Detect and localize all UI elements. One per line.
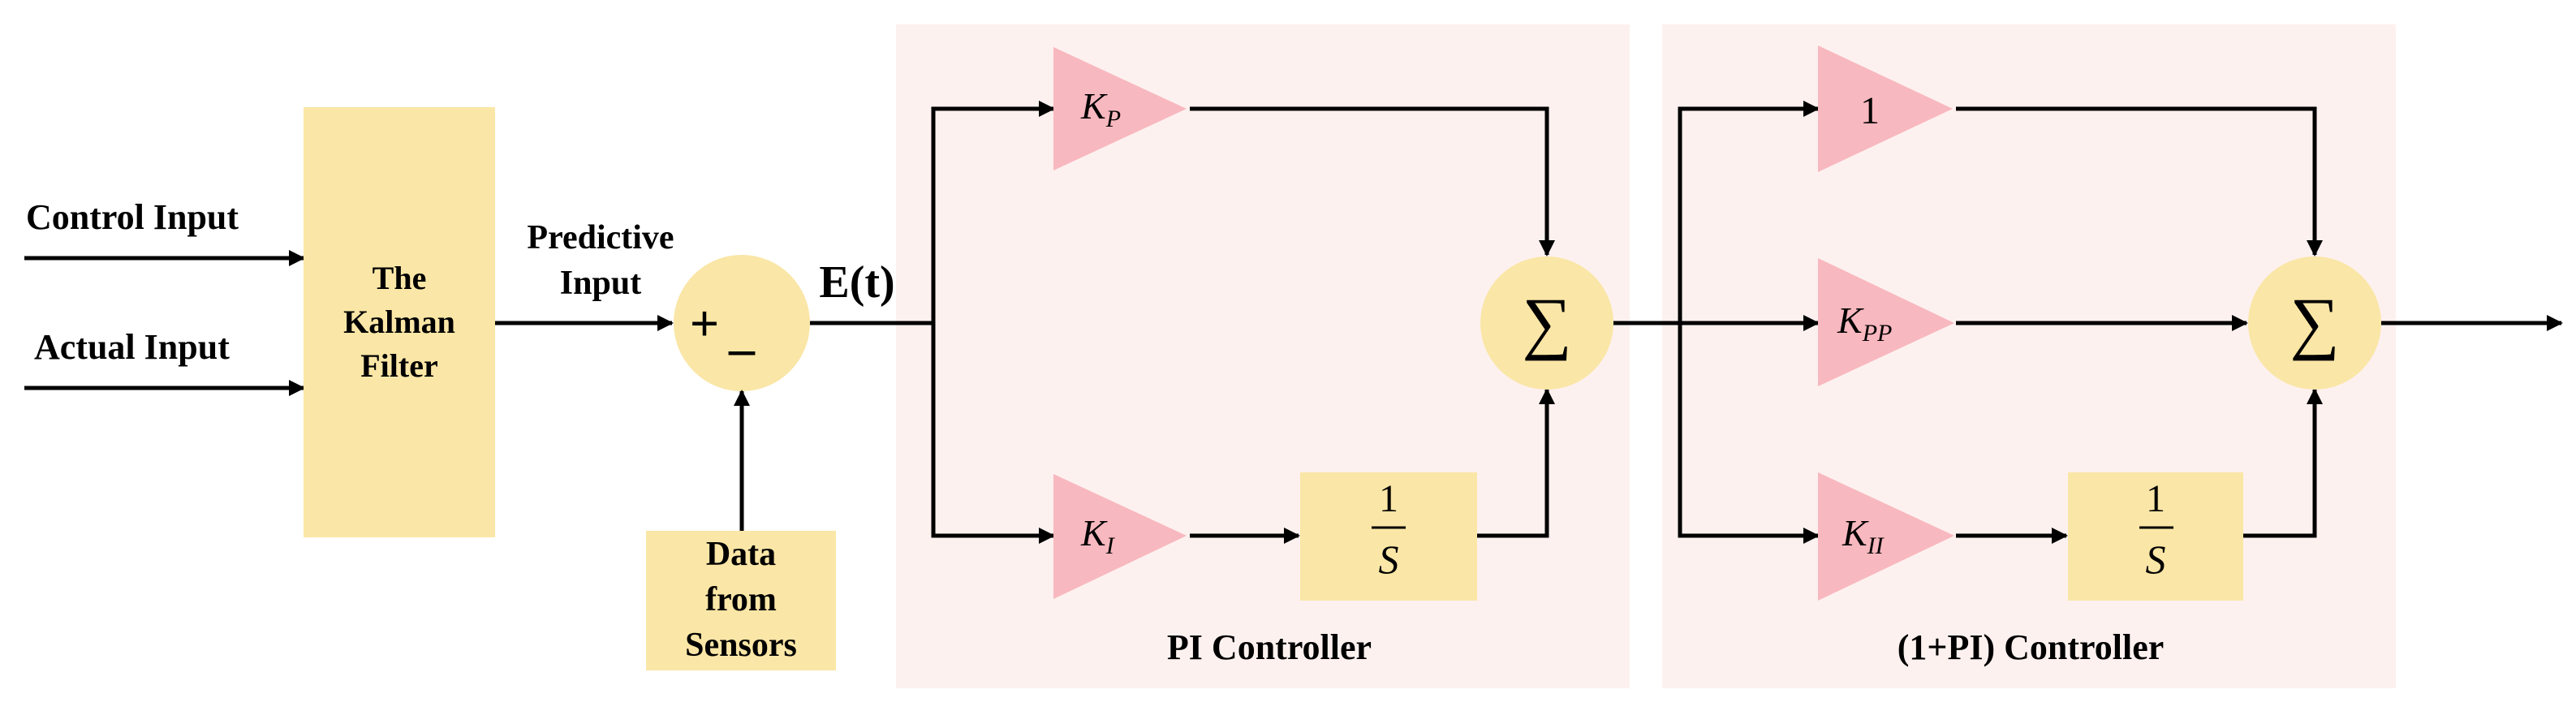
sensors-label-line2: from (705, 581, 777, 618)
pi-ki-gain-label: KI (1080, 512, 1116, 559)
pi-integrator-block (1300, 472, 1477, 601)
sensors-label-line3: Sensors (685, 627, 797, 664)
one-pi-integrator-to-sum-line (2243, 388, 2323, 538)
one-pi-sum-symbol: ∑ (2290, 283, 2339, 361)
actual-input-label: Actual Input (34, 327, 230, 367)
one-pi-integrator-denominator: S (2146, 536, 2166, 582)
pi-kp-gain-label: KP (1080, 85, 1121, 132)
pi-integrator-denominator: S (1379, 536, 1399, 582)
pi-integrator-numerator: 1 (1379, 477, 1398, 520)
kalman-filter-label-line3: Filter (360, 347, 438, 384)
one-pi-kii-gain-label: KII (1842, 512, 1885, 559)
one-pi-branch-lower (1678, 323, 1820, 544)
kalman-filter-label-line2: Kalman (343, 304, 455, 340)
pi-sum-block (1480, 256, 1613, 390)
one-pi-integrator-block (2068, 472, 2243, 601)
pi-integrator-to-sum-line (1477, 388, 1555, 538)
pi-kp-to-sum-line (1190, 106, 1555, 256)
summing-plus-sign: + (690, 295, 719, 352)
one-pi-unity-gain-block (1818, 45, 1953, 172)
pi-sum-symbol: ∑ (1522, 283, 1571, 361)
one-pi-unity-to-sum-line (1956, 106, 2323, 256)
summing-minus-sign: – (728, 319, 756, 377)
control-input-label: Control Input (26, 197, 239, 237)
predictive-input-label-line1: Predictive (527, 219, 674, 256)
sensors-label-line1: Data (706, 536, 776, 573)
error-branch-upper (931, 101, 1055, 323)
pi-kp-gain-block (1053, 47, 1187, 170)
sensors-block (646, 531, 836, 670)
one-pi-branch-upper (1678, 101, 1820, 323)
error-branch-lower (931, 323, 1055, 544)
pi-controller-title: PI Controller (1167, 627, 1372, 667)
kalman-filter-label-line1: The (373, 260, 427, 296)
one-pi-controller-title: (1+PI) Controller (1898, 627, 2165, 667)
one-pi-unity-gain-label: 1 (1860, 89, 1880, 132)
error-signal-label: E(t) (819, 257, 894, 308)
kalman-filter-block (304, 107, 495, 537)
summing-junction (674, 255, 810, 391)
one-pi-kpp-gain-label: KPP (1837, 299, 1892, 347)
one-pi-kpp-gain-block (1818, 258, 1954, 386)
predictive-input-label-line2: Input (560, 265, 641, 302)
one-pi-sum-block (2248, 256, 2381, 390)
one-pi-kii-gain-block (1818, 472, 1954, 601)
pi-ki-gain-block (1053, 474, 1187, 599)
one-pi-integrator-numerator: 1 (2146, 477, 2165, 520)
